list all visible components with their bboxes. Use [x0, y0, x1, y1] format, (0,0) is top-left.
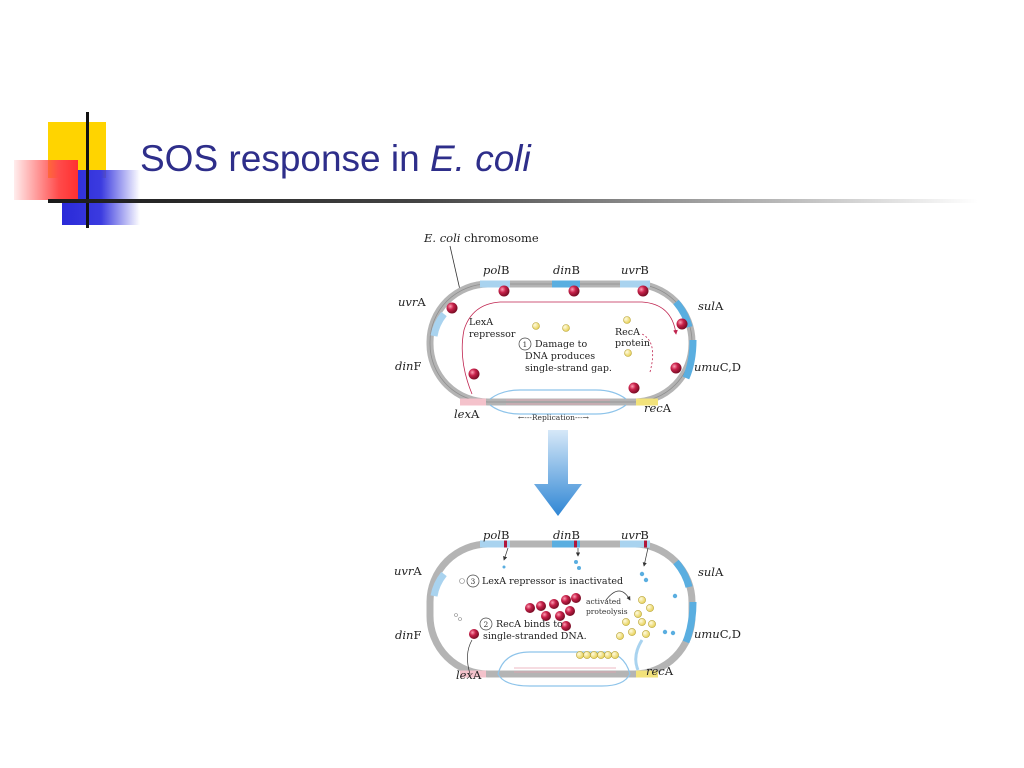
step3-text: LexA repressor is inactivated — [482, 576, 623, 587]
slide-title: SOS response in E. coli — [140, 138, 531, 180]
top-panel: E. coli chromosome — [395, 231, 741, 422]
step1-text-line2: DNA produces — [525, 351, 595, 362]
step1-number: 1 — [523, 340, 528, 349]
bottom-panel: polB dinB uvrB uvrA sulA dinF umuC,D lex… — [394, 528, 741, 687]
gene-label-dinB-top: dinB — [553, 263, 580, 277]
gene-segment-recA-bottom — [636, 670, 658, 678]
step3-number: 3 — [471, 577, 476, 586]
gene-segment-sulA — [673, 299, 693, 328]
title-underline — [48, 199, 978, 203]
gene-segment-umuCD-bottom — [682, 601, 697, 644]
replication-strands — [506, 399, 610, 405]
reca-protein-cluster — [616, 596, 656, 640]
corner-vertical-line — [86, 112, 89, 228]
gene-label-uvrB-bottom: uvrB — [621, 528, 649, 542]
gene-label-dinB-bottom: dinB — [553, 528, 580, 542]
lexa-repressor-label-line2: repressor — [469, 329, 516, 340]
slide-title-italic: E. coli — [429, 138, 531, 179]
reca-filament — [576, 651, 619, 659]
reca-expression-path — [641, 333, 654, 373]
proteolysis-arrow — [605, 590, 631, 601]
repressor-dinF — [468, 368, 480, 380]
step1-text-line3: single-strand gap. — [525, 363, 612, 374]
gene-segment-uvrB — [620, 280, 650, 288]
gene-segment-uvrA-bottom — [430, 571, 447, 597]
reca-dot — [532, 322, 540, 330]
gene-label-uvrB-top: uvrB — [621, 263, 649, 277]
gene-label-uvrA-top: uvrA — [398, 295, 426, 309]
replication-label: ←---Replication---→ — [518, 413, 589, 422]
gene-segment-polB — [480, 280, 510, 288]
gene-label-dinF-bottom: dinF — [395, 628, 421, 642]
transition-arrow — [534, 430, 582, 516]
gene-label-umuCD-top: umuC,D — [694, 360, 741, 374]
gene-segment-sulA-bottom — [673, 559, 693, 588]
repressor-polB — [498, 285, 510, 297]
reca-expression-arrow — [634, 639, 644, 671]
gene-label-umuCD-bottom: umuC,D — [694, 627, 741, 641]
step1-text-line1: Damage to — [535, 339, 587, 350]
gene-label-sulA-top: sulA — [698, 299, 724, 313]
step3-badge — [466, 574, 480, 588]
gene-segment-lexA — [460, 398, 486, 406]
reca-protein-label-line2: protein — [615, 338, 650, 349]
step1-badge — [518, 337, 532, 351]
gene-label-dinF-top: dinF — [395, 359, 421, 373]
lexa-repressors-top — [446, 285, 688, 394]
chromosome-label: E. coli chromosome — [423, 231, 539, 245]
cleaved-lexa-fragments — [469, 593, 581, 639]
lexa-repressor-label-line1: LexA — [469, 317, 493, 328]
gene-label-polB-bottom: polB — [483, 528, 509, 542]
step2-text-line1: RecA binds to — [496, 619, 563, 630]
step2-text-line2: single-stranded DNA. — [483, 631, 587, 642]
gene-segment-recA — [636, 398, 658, 406]
sos-response-diagram: E. coli chromosome — [394, 231, 741, 687]
gene-segment-polB-bottom — [480, 540, 510, 548]
repression-path — [461, 301, 678, 395]
gene-segment-umuCD — [682, 339, 697, 380]
chromosome-pointer-line — [449, 245, 461, 291]
activated-label-line2: proteolysis — [586, 607, 628, 616]
gene-label-recA-top: recA — [644, 401, 672, 415]
replication-bubble-bottom-panel — [497, 651, 631, 675]
expressed-products — [454, 560, 678, 636]
step2-number: 2 — [484, 620, 489, 629]
repressor-uvrB — [637, 285, 649, 297]
reca-dot — [623, 316, 631, 324]
gene-label-recA-bottom: recA — [646, 664, 674, 678]
slide-title-main: SOS response in — [140, 138, 430, 179]
corner-red-square — [14, 160, 78, 200]
replication-bubble-bottom — [489, 404, 627, 415]
gene-label-lexA-bottom: lexA — [456, 668, 482, 682]
gene-segment-uvrB-bottom — [620, 540, 650, 548]
reca-dot — [624, 349, 632, 357]
step2-badge — [479, 617, 493, 631]
gene-segment-lexA-bottom — [460, 670, 486, 678]
gene-segment-uvrA — [430, 311, 447, 337]
gene-label-sulA-bottom: sulA — [698, 565, 724, 579]
reca-dot — [562, 324, 570, 332]
gene-segment-dinB-bottom — [552, 540, 580, 548]
repressor-sulA — [676, 318, 688, 330]
gene-label-polB-top: polB — [483, 263, 509, 277]
gene-segment-dinB — [552, 280, 580, 288]
repressor-recA — [628, 382, 640, 394]
activated-label-line1: activated — [586, 597, 621, 606]
gene-label-uvrA-bottom: uvrA — [394, 564, 422, 578]
repressor-uvrA — [446, 302, 458, 314]
reca-protein-label-line1: RecA — [615, 327, 640, 338]
repressor-umuCD — [670, 362, 682, 374]
repressor-dinB — [568, 285, 580, 297]
gene-label-lexA-top: lexA — [454, 407, 480, 421]
replication-bubble-top — [489, 389, 627, 400]
